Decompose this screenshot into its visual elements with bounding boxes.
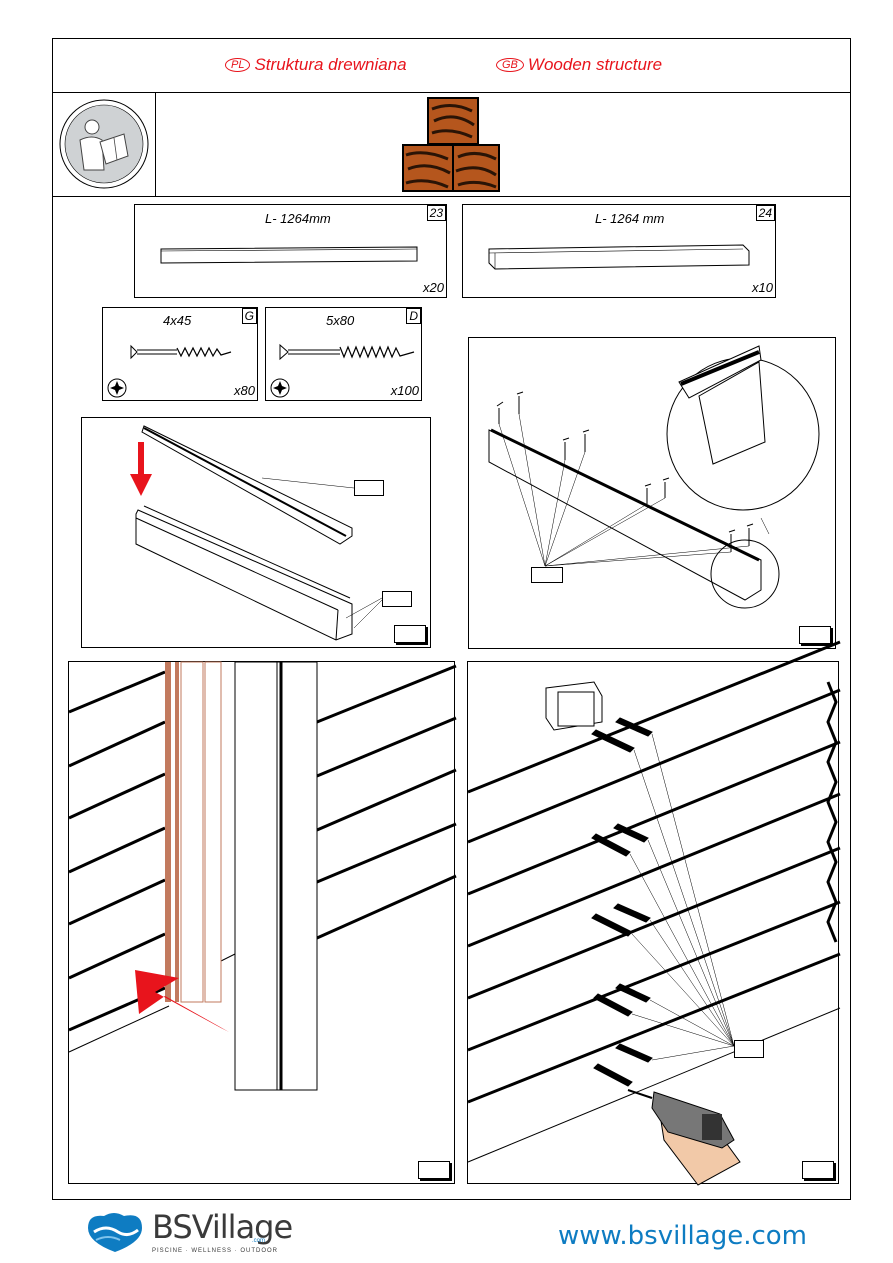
board-23-drawing	[160, 246, 418, 264]
drill-icon	[627, 1089, 741, 1186]
part-24-length: L- 1264 mm	[595, 211, 665, 226]
materials-divider	[52, 196, 851, 197]
part-24-code: 24	[755, 205, 775, 221]
screw-g-quantity: x80	[234, 383, 255, 398]
part-23-quantity: x20	[423, 280, 444, 295]
screw-d-drawing	[279, 343, 415, 361]
part-24-box: L- 1264 mm 24 x10	[462, 204, 776, 298]
wood-material-icon	[402, 97, 500, 192]
gb-badge: GB	[496, 58, 524, 72]
brand-suffix: .com	[252, 1238, 266, 1244]
wall-post-drawing	[68, 661, 457, 1091]
step-number-box	[394, 625, 426, 643]
callout-label	[531, 567, 563, 583]
bsvillage-logo-icon	[88, 1213, 142, 1252]
wall-screw-drawing	[467, 640, 841, 1186]
callout-label	[734, 1040, 764, 1058]
step-number-box	[418, 1161, 450, 1179]
board-insert-drawing	[130, 425, 383, 641]
gb-title: Wooden structure	[527, 55, 663, 74]
step-number-box	[802, 1161, 834, 1179]
screw-g-drawing	[130, 344, 232, 360]
torx-drive-icon	[107, 378, 127, 398]
board-24-drawing	[488, 244, 750, 270]
brand-tagline: PISCINE · WELLNESS · OUTDOOR	[152, 1248, 279, 1254]
page-frame	[52, 38, 851, 1200]
read-manual-icon	[59, 99, 149, 189]
step-wall-post	[68, 661, 457, 1184]
part-24-quantity: x10	[752, 280, 773, 295]
screw-g-code: G	[241, 308, 257, 324]
step-screw-beam	[468, 337, 836, 649]
torx-drive-icon	[270, 378, 290, 398]
red-arrow-icon	[135, 970, 229, 1032]
part-23-code: 23	[426, 205, 446, 221]
screw-g-size: 4x45	[163, 313, 192, 328]
beam-screw-drawing	[488, 345, 820, 609]
part-23-length: L- 1264mm	[265, 211, 331, 226]
screw-d-size: 5x80	[326, 313, 355, 328]
red-arrow-icon	[138, 442, 144, 476]
part-23-box: L- 1264mm 23 x20	[134, 204, 447, 298]
header-divider	[52, 92, 851, 93]
icon-divider	[155, 92, 156, 196]
pl-title: Struktura drewniana	[254, 55, 407, 74]
screw-d-quantity: x100	[390, 383, 419, 398]
callout-label	[354, 480, 384, 496]
screw-d-code: D	[406, 308, 421, 324]
pl-badge: PL	[225, 58, 251, 72]
step-number-box	[799, 626, 831, 644]
brand-name: BSVillage	[152, 1208, 293, 1246]
screw-g-box: 4x45 G x80	[102, 307, 258, 401]
callout-label	[382, 591, 412, 607]
screw-d-box: 5x80 D x100	[265, 307, 422, 401]
step-screw-wall	[467, 640, 841, 1186]
step-board-insert	[81, 417, 431, 648]
website-link[interactable]: www.bsvillage.com	[557, 1221, 807, 1251]
